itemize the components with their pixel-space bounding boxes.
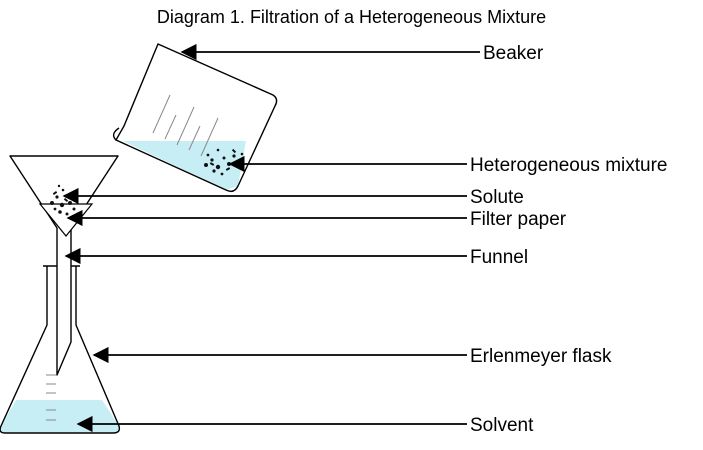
- label-erlenmeyer-flask: Erlenmeyer flask: [470, 346, 612, 367]
- beaker: [112, 43, 278, 193]
- label-funnel: Funnel: [470, 247, 528, 268]
- part-labels: Beaker Heterogeneous mixture Solute Filt…: [470, 43, 668, 436]
- beaker-liquid: [123, 141, 246, 190]
- diagram-title: Diagram 1. Filtration of a Heterogeneous…: [156, 7, 547, 27]
- filter-paper: [38, 203, 94, 237]
- flask-graduations: [46, 374, 56, 421]
- flask-solvent: [0, 400, 120, 433]
- label-beaker: Beaker: [483, 43, 544, 64]
- pointer-arrows: [62, 43, 480, 433]
- label-filter-paper: Filter paper: [470, 209, 567, 230]
- label-solvent: Solvent: [470, 415, 534, 436]
- beaker-graduations: [152, 94, 219, 157]
- funnel: [9, 155, 119, 376]
- label-solute: Solute: [470, 187, 524, 208]
- label-heterogeneous-mixture: Heterogeneous mixture: [470, 155, 668, 176]
